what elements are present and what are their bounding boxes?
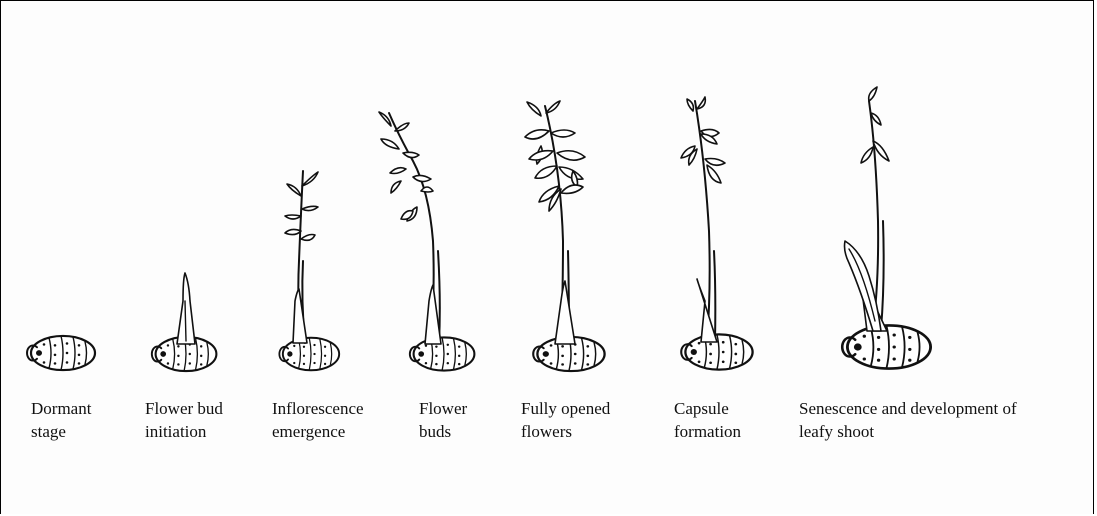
stage-flower-buds-drawing [379,112,474,371]
stage-label-line: buds [419,420,467,443]
stage-label-line: flowers [521,420,610,443]
stage-bud-initiation-drawing [152,273,217,371]
stage-label-line: Inflorescence [272,397,364,420]
stage-label-line: leafy shoot [799,420,1017,443]
stage-capsule-drawing [681,97,753,370]
stage-label-line: formation [674,420,741,443]
stage-label-inflorescence: Inflorescence emergence [272,397,364,443]
stage-label-line: initiation [145,420,223,443]
stage-label-bud-initiation: Flower bud initiation [145,397,223,443]
stage-label-line: Fully opened [521,397,610,420]
stage-label-line: Senescence and development of [799,397,1017,420]
stage-dormant-drawing [27,336,95,370]
stage-label-line: Capsule [674,397,741,420]
stage-open-flowers-drawing [525,101,605,371]
stage-label-flower-buds: Flower buds [419,397,467,443]
stage-label-line: Dormant [31,397,91,420]
stage-label-line: Flower bud [145,397,223,420]
stage-inflorescence-drawing [279,171,339,370]
stage-label-line: Flower [419,397,467,420]
stage-label-dormant: Dormant stage [31,397,91,443]
stage-label-open-flowers: Fully opened flowers [521,397,610,443]
stage-senescence-drawing [842,87,930,369]
stage-label-line: stage [31,420,91,443]
stage-label-line: emergence [272,420,364,443]
stage-label-senescence: Senescence and development of leafy shoo… [799,397,1017,443]
stage-label-capsule: Capsule formation [674,397,741,443]
